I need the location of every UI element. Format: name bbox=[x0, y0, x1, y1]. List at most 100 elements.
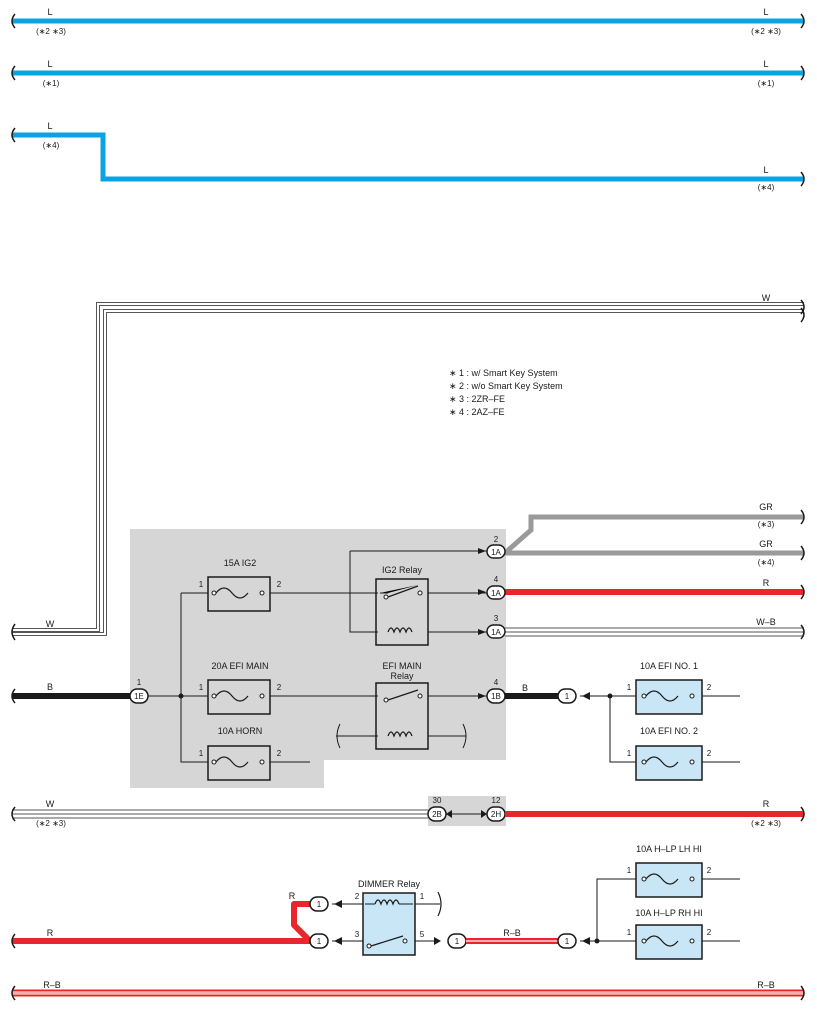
wire-w-2b: W (∗2 ∗3) 2B 30 bbox=[11, 796, 506, 828]
connector-1a-2: 1A 2 bbox=[478, 535, 506, 559]
connector-1e: 1E 1 bbox=[129, 678, 149, 704]
wire-label: R bbox=[763, 799, 770, 809]
relay-label: DIMMER Relay bbox=[358, 879, 421, 889]
wire-label: R bbox=[47, 928, 54, 938]
wire-note: (∗2 ∗3) bbox=[36, 27, 66, 36]
connector-code: 1 bbox=[455, 937, 460, 946]
pin-number: 1 bbox=[137, 678, 142, 687]
wire-label: W bbox=[762, 293, 771, 303]
connector-code: 1A bbox=[491, 628, 501, 637]
wire-note: (∗3) bbox=[758, 520, 775, 529]
pin-number: 2 bbox=[707, 749, 712, 758]
legend-item: ∗ 1 : w/ Smart Key System bbox=[449, 368, 558, 378]
wire-label: W–B bbox=[756, 617, 776, 627]
pin-number: 1 bbox=[627, 749, 632, 758]
legend-item: ∗ 4 : 2AZ–FE bbox=[449, 407, 505, 417]
pin-number: 1 bbox=[420, 892, 425, 901]
fuse-label: 10A H–LP RH HI bbox=[635, 908, 702, 918]
pin-number: 1 bbox=[199, 749, 204, 758]
wire-note: (∗2 ∗3) bbox=[751, 27, 781, 36]
pin-number: 1 bbox=[199, 683, 204, 692]
pin-number: 4 bbox=[494, 575, 499, 584]
wire-label: R–B bbox=[757, 980, 775, 990]
fuse-10a-hlp-lh-hi: 10A H–LP LH HI 1 2 bbox=[627, 844, 740, 898]
wire-r-ig2: R bbox=[505, 578, 805, 600]
connector-code: 1 bbox=[565, 692, 570, 701]
connector-code: 2H bbox=[491, 810, 501, 819]
wire-label: R bbox=[763, 578, 770, 588]
wire-note: (∗4) bbox=[43, 141, 60, 150]
legend: ∗ 1 : w/ Smart Key System ∗ 2 : w/o Smar… bbox=[449, 368, 563, 417]
connector-code: 1B bbox=[491, 692, 501, 701]
connector-code: 2B bbox=[432, 810, 442, 819]
wire-gr: GR (∗3) GR (∗4) bbox=[503, 502, 805, 567]
pin-number: 1 bbox=[627, 683, 632, 692]
connector-1a-4: 1A 4 bbox=[478, 575, 506, 600]
wire-label: L bbox=[47, 59, 52, 69]
wire-r-2h: 2H 12 R (∗2 ∗3) bbox=[486, 796, 805, 828]
wire-label: GR bbox=[759, 502, 773, 512]
wire-l-top2: L (∗1) L (∗1) bbox=[11, 59, 805, 88]
connector-code: 1 bbox=[565, 937, 570, 946]
fuse-label: 10A EFI NO. 1 bbox=[640, 661, 698, 671]
wire-l-top3: L (∗4) L (∗4) bbox=[11, 121, 805, 192]
pin-number: 2 bbox=[494, 535, 499, 544]
wire-b-out: B 1 bbox=[505, 683, 636, 763]
fuse-10a-horn: 10A HORN 1 2 bbox=[199, 726, 282, 781]
fuse-label: 10A EFI NO. 2 bbox=[640, 726, 698, 736]
pin-number: 1 bbox=[627, 866, 632, 875]
wire-w-upper: W W bbox=[11, 293, 805, 641]
wire-label: L bbox=[47, 121, 52, 131]
pin-number: 30 bbox=[433, 796, 442, 805]
pin-number: 2 bbox=[277, 749, 282, 758]
fuse-10a-hlp-rh-hi: 10A H–LP RH HI 1 2 bbox=[627, 908, 740, 960]
pin-number: 2 bbox=[707, 683, 712, 692]
pin-number: 3 bbox=[355, 930, 360, 939]
pin-number: 1 bbox=[627, 928, 632, 937]
pin-number: 2 bbox=[355, 892, 360, 901]
pin-number: 4 bbox=[494, 678, 499, 687]
relay-label: EFI MAIN bbox=[382, 661, 421, 671]
fuse-15a-ig2: 15A IG2 1 2 bbox=[199, 558, 282, 612]
wire-label: GR bbox=[759, 539, 773, 549]
fuse-10a-efi-no2: 10A EFI NO. 2 1 2 bbox=[627, 726, 740, 781]
relay-ig2: IG2 Relay bbox=[375, 565, 429, 646]
wire-note: (∗4) bbox=[758, 183, 775, 192]
wire-label: L bbox=[763, 59, 768, 69]
relay-dimmer: DIMMER Relay 2 1 3 5 bbox=[355, 879, 442, 956]
pin-number: 2 bbox=[277, 683, 282, 692]
pin-number: 2 bbox=[707, 866, 712, 875]
wire-wb: W–B bbox=[505, 617, 805, 640]
wire-b-in: B bbox=[11, 682, 130, 704]
jb-internal-wiring bbox=[148, 550, 487, 763]
wire-label: W bbox=[46, 799, 55, 809]
wire-rb-mid: 1 R–B 1 bbox=[447, 878, 636, 949]
wire-label: W bbox=[46, 619, 55, 629]
fuse-label: 15A IG2 bbox=[224, 558, 257, 568]
relay-label: Relay bbox=[390, 671, 414, 681]
wire-label: L bbox=[47, 7, 52, 17]
wire-r-dimmer: R R 1 1 bbox=[11, 891, 363, 949]
wire-label: R bbox=[289, 891, 296, 901]
legend-item: ∗ 3 : 2ZR–FE bbox=[449, 394, 505, 404]
wire-label: L bbox=[763, 165, 768, 175]
fuse-10a-efi-no1: 10A EFI NO. 1 1 2 bbox=[627, 661, 740, 715]
wire-label: R–B bbox=[503, 928, 521, 938]
fuse-label: 10A H–LP LH HI bbox=[636, 844, 702, 854]
wire-l-top1: L (∗2 ∗3) L (∗2 ∗3) bbox=[11, 7, 805, 36]
fuse-label: 10A HORN bbox=[218, 726, 263, 736]
connector-code: 1E bbox=[134, 692, 144, 701]
connector-code: 1A bbox=[491, 548, 501, 557]
connector-code: 1A bbox=[491, 589, 501, 598]
relay-efi-main: EFI MAIN Relay bbox=[375, 661, 429, 750]
wire-label: B bbox=[47, 682, 53, 692]
wire-label: L bbox=[763, 7, 768, 17]
legend-item: ∗ 2 : w/o Smart Key System bbox=[449, 381, 563, 391]
connector-code: 1 bbox=[317, 900, 322, 909]
wire-note: (∗4) bbox=[758, 558, 775, 567]
connector-1a-3: 1A 3 bbox=[478, 614, 506, 639]
wire-note: (∗1) bbox=[758, 79, 775, 88]
pin-number: 2 bbox=[707, 928, 712, 937]
pin-number: 3 bbox=[494, 614, 499, 623]
